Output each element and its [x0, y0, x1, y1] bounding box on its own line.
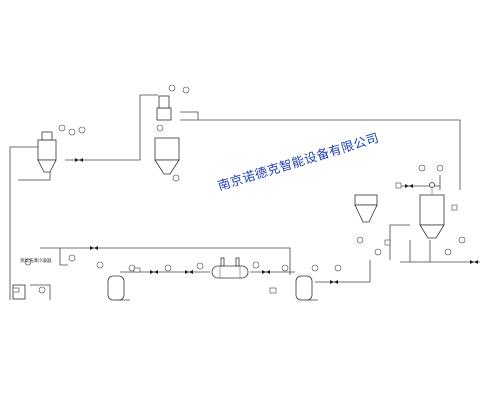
left-branch — [59, 248, 68, 266]
instrument-gauge — [24, 258, 32, 266]
instruments — [24, 84, 466, 294]
left-vessel-label: 蒸氣洗滌冷凝器 — [20, 259, 52, 264]
valve — [189, 270, 193, 274]
valve — [330, 280, 334, 284]
valve — [150, 270, 154, 274]
bottom-main-pipe — [40, 247, 291, 275]
top-return-pipe — [180, 119, 461, 190]
valve — [409, 184, 413, 188]
instrument-gauge — [38, 286, 46, 294]
instrument-gauge — [168, 84, 176, 92]
to-evaporator-line — [315, 260, 371, 283]
instrument-gauge — [196, 262, 204, 270]
instrument-gauge — [156, 124, 164, 132]
left-drain — [30, 284, 51, 300]
valve — [90, 246, 94, 250]
instrument-gauge — [78, 126, 86, 134]
valve — [474, 260, 478, 264]
valve — [79, 158, 83, 162]
heat-exchanger — [211, 257, 249, 279]
instrument-gauge — [96, 261, 104, 269]
instrument-gauge — [334, 264, 342, 272]
instrument-gauge — [182, 86, 190, 94]
instrument-gauge — [444, 248, 452, 256]
evaporator-vessel — [419, 182, 445, 239]
valve — [266, 270, 270, 274]
valves — [75, 158, 478, 284]
valve — [94, 246, 98, 250]
instrument-gauge — [458, 236, 466, 244]
valve — [405, 184, 409, 188]
instrument-gauge — [374, 248, 382, 256]
cyclone-separator-1 — [37, 131, 57, 173]
receiver-tank-2 — [295, 275, 313, 301]
left-riser-pipe — [9, 146, 38, 300]
instrument-gauge — [311, 264, 319, 272]
valve — [75, 158, 79, 162]
transfer-pipe-1 — [65, 94, 158, 161]
receiver-tank-1 — [107, 275, 125, 301]
instrument-gauge — [58, 124, 66, 132]
instrument-gauge — [172, 174, 180, 182]
separator-link — [389, 224, 410, 260]
valve — [470, 260, 474, 264]
cyclone1-outlet-pipe — [18, 170, 51, 181]
valve — [154, 270, 158, 274]
instrument-gauge — [164, 264, 172, 272]
instrument-gauge — [68, 254, 76, 262]
valve — [262, 270, 266, 274]
instrument-gauge — [418, 164, 426, 172]
tag-boxes — [12, 182, 458, 294]
instrument-gauge — [68, 128, 76, 136]
instrument-gauge — [436, 164, 444, 172]
valve — [334, 280, 338, 284]
instrument-gauge — [252, 261, 260, 269]
cyclone2-bypass — [180, 111, 199, 120]
cyclone-separator-2 — [154, 95, 180, 175]
feed-hopper — [354, 194, 378, 223]
instrument-gauge — [281, 264, 289, 272]
equipment — [12, 95, 445, 301]
valve — [185, 270, 189, 274]
instrument-gauge — [356, 236, 364, 244]
